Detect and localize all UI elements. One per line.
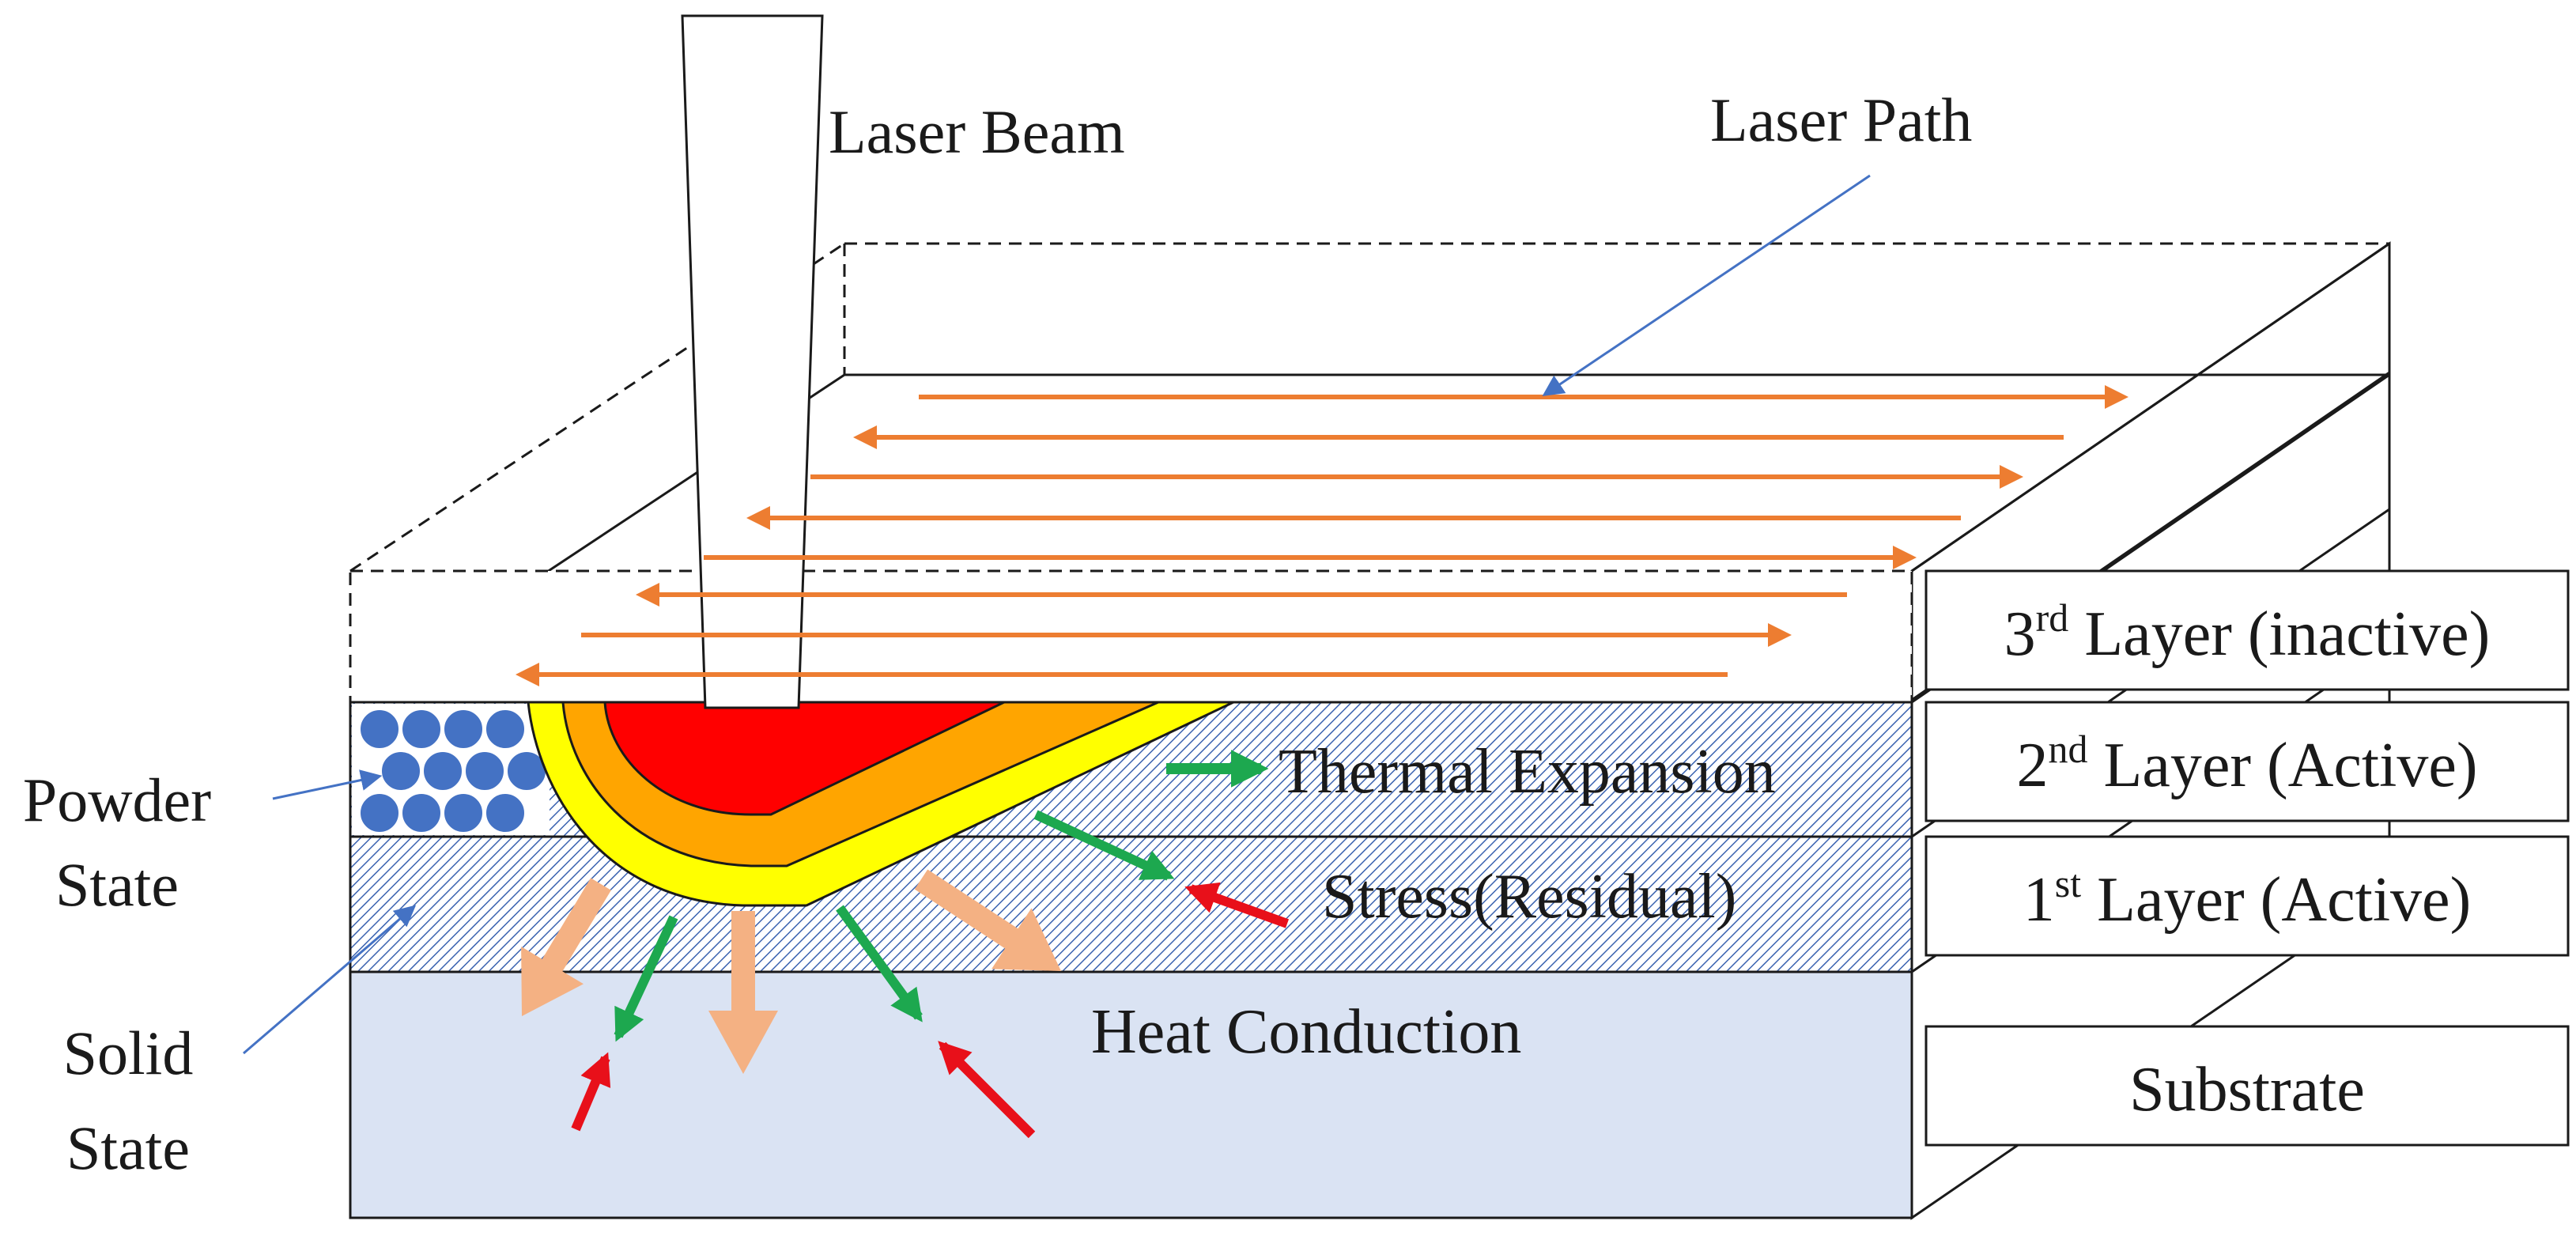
powder-particles — [359, 709, 547, 833]
laser-path-pointer — [1542, 174, 1871, 397]
residual-stress-arrows — [571, 882, 1290, 1139]
melt-pool-core — [603, 701, 1005, 816]
residual-stress-arrow — [938, 1041, 1036, 1139]
laser-path-label: Laser Path — [1710, 85, 1972, 154]
legend-layer-3-label: 3rd Layer (inactive) — [2004, 595, 2491, 669]
legend-box-layer-3 — [1924, 569, 2570, 691]
thermal-expansion-arrows — [614, 750, 1269, 1042]
powder-particle — [443, 792, 484, 833]
residual-stress-arrow — [1184, 882, 1290, 928]
stress-residual-label: Stress(Residual) — [1322, 862, 1736, 932]
powder-particle — [485, 709, 526, 750]
heat-conduction-arrow — [914, 869, 1061, 971]
layer-edge-line — [1911, 242, 2390, 573]
solid-state-pointer — [243, 905, 417, 1055]
powder-particle — [464, 750, 505, 792]
melt-pool — [527, 701, 1234, 907]
layer-legend: 3rd Layer (inactive) 2nd Layer (Active) … — [1924, 569, 2570, 1147]
legend-box-layer-1 — [1924, 835, 2570, 957]
thermal-expansion-arrow — [614, 915, 678, 1042]
thermal-expansion-arrow — [836, 905, 923, 1022]
residual-stress-arrow — [571, 1052, 611, 1132]
solid-state-label-line1: Solid — [63, 1019, 194, 1087]
legend-layer-2-label: 2nd Layer (Active) — [2016, 727, 2477, 800]
powder-particle — [359, 709, 400, 750]
thermal-expansion-arrow — [1033, 810, 1175, 881]
powder-particle — [485, 792, 526, 833]
powder-particle — [380, 750, 421, 792]
legend-box-substrate — [1924, 1025, 2570, 1147]
legend-layer-1-label: 1st Layer (Active) — [2023, 861, 2471, 935]
thermal-expansion-label: Thermal Expansion — [1279, 737, 1776, 807]
laser-path-arrows — [516, 385, 2128, 686]
laser-beam — [681, 14, 824, 709]
heat-conduction-arrow — [708, 911, 778, 1074]
solid-state-label-line2: State — [66, 1113, 190, 1182]
powder-state-pointer — [272, 769, 383, 800]
heat-conduction-label: Heat Conduction — [1091, 997, 1521, 1067]
powder-particle — [401, 709, 442, 750]
powder-state-label-line1: Powder — [23, 765, 211, 834]
powder-particle — [443, 709, 484, 750]
laser-beam-label: Laser Beam — [829, 97, 1125, 166]
legend-substrate-label: Substrate — [2129, 1055, 2365, 1124]
powder-particle — [401, 792, 442, 833]
legend-box-layer-2 — [1924, 701, 2570, 822]
heat-conduction-arrow — [521, 878, 611, 1016]
heat-conduction-arrows — [521, 869, 1061, 1074]
powder-state-label-line2: State — [55, 850, 179, 919]
substrate-front — [349, 970, 1913, 1219]
powder-particle — [422, 750, 463, 792]
powder-particle — [359, 792, 400, 833]
